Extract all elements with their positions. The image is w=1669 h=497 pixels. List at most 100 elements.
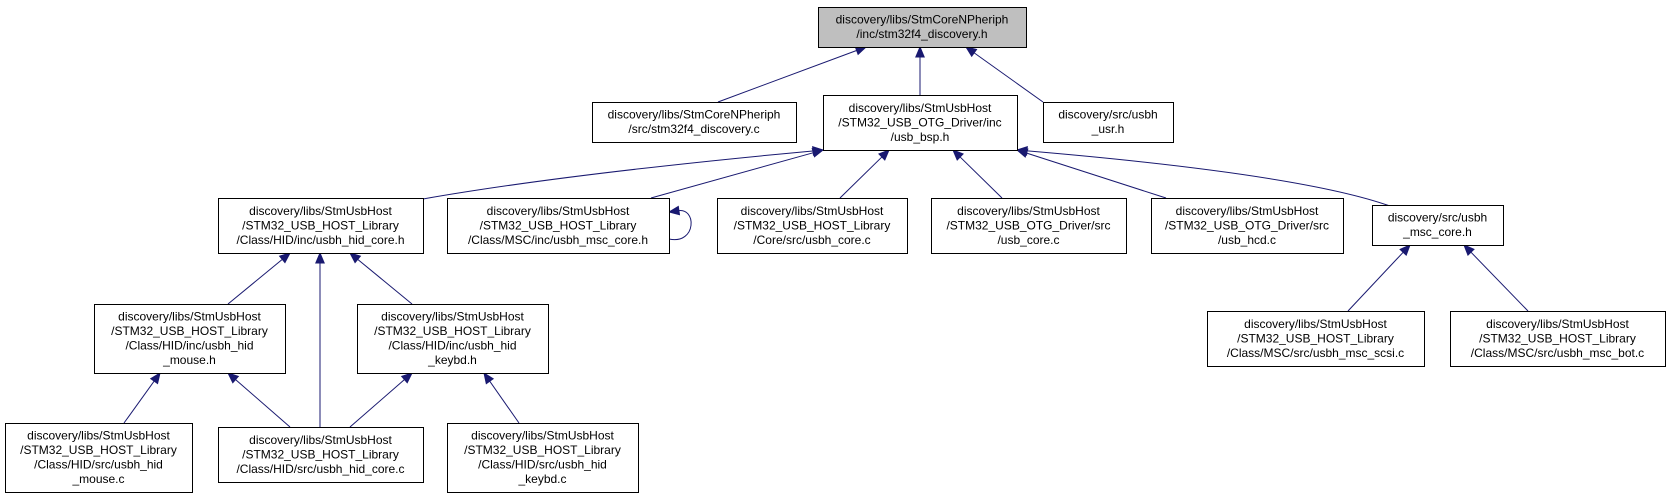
node-usb-hcd-c[interactable]: discovery/libs/StmUsbHost/STM32_USB_OTG_… [1151,198,1344,254]
edge-usbh-msc-core-h-src-to-usbh-msc-bot-c-line [1469,251,1529,312]
node-usbh-usr-h-box[interactable] [1043,102,1174,143]
edge-usbh-hid-core-h-to-usbh-hid-core-c [315,251,325,427]
node-usbh-msc-core-h-lib-box[interactable] [447,198,670,254]
edge-root-to-stm32f4-discovery-c [717,46,868,103]
node-usbh-msc-core-h-src-label-line: discovery/src/usbh [1388,211,1487,225]
node-stm32f4-discovery-c-box[interactable] [592,102,797,143]
node-usb-bsp-h-box[interactable] [823,95,1018,151]
node-usbh-msc-scsi-c-label-line: /STM32_USB_HOST_Library [1237,331,1394,345]
edge-usbh-msc-core-h-src-to-usbh-msc-scsi-c-line [1347,251,1405,312]
edge-usbh-hid-core-h-to-usbh-hid-core-c-arrowhead [315,251,325,264]
edge-usb-bsp-h-to-usbh-msc-core-h-src [1015,145,1391,207]
node-usbh-core-c-box[interactable] [717,198,908,254]
node-usb-core-c[interactable]: discovery/libs/StmUsbHost/STM32_USB_OTG_… [931,198,1127,254]
node-usbh-hid-core-h-box[interactable] [218,198,424,254]
edge-usb-bsp-h-to-usbh-msc-core-h-src-arrowhead [1015,145,1028,156]
edge-usbh-hid-mouse-h-to-usbh-hid-mouse-c [123,371,161,424]
node-usbh-hid-core-c-label-line: /STM32_USB_HOST_Library [242,447,399,461]
node-usbh-msc-scsi-c-box[interactable] [1207,311,1425,367]
node-usbh-hid-mouse-h[interactable]: discovery/libs/StmUsbHost/STM32_USB_HOST… [94,304,286,374]
edge-root-to-usbh-usr-h-line [973,51,1044,103]
edge-root-to-usbh-usr-h [964,46,1044,103]
edge-usbh-hid-keybd-h-to-usbh-hid-core-c-arrowhead [400,372,413,384]
edge-usbh-msc-core-h-src-to-usbh-msc-scsi-c-arrowhead [1399,244,1411,257]
node-usbh-hid-mouse-h-label-line: /STM32_USB_HOST_Library [111,324,268,338]
node-usbh-msc-core-h-lib-label-line: /Class/MSC/inc/usbh_msc_core.h [468,233,648,247]
node-usbh-hid-core-h[interactable]: discovery/libs/StmUsbHost/STM32_USB_HOST… [218,198,424,254]
edge-usbh-hid-keybd-h-to-usbh-hid-core-c-line [349,378,406,428]
edge-usbh-hid-mouse-h-to-usbh-hid-mouse-c-arrowhead [149,371,161,385]
node-root-label-line: discovery/libs/StmCoreNPheriph [836,13,1009,27]
node-usbh-hid-keybd-c-label-line: /STM32_USB_HOST_Library [464,443,621,457]
edge-usbh-hid-keybd-h-to-usbh-hid-core-c [349,372,413,428]
node-usbh-usr-h[interactable]: discovery/src/usbh_usr.h [1043,102,1174,143]
node-usbh-hid-mouse-h-box[interactable] [94,304,286,374]
edge-usb-bsp-h-to-usbh-hid-core-h [422,146,825,200]
node-usbh-msc-core-h-src-box[interactable] [1372,205,1504,246]
node-usbh-msc-bot-c[interactable]: discovery/libs/StmUsbHost/STM32_USB_HOST… [1450,311,1666,367]
node-usbh-hid-core-h-label-line: discovery/libs/StmUsbHost [249,204,392,218]
node-usbh-hid-mouse-c-label-line: _mouse.c [71,472,124,486]
node-usbh-msc-core-h-src-label-line: _msc_core.h [1402,225,1472,239]
node-usb-core-c-box[interactable] [931,198,1127,254]
node-usbh-hid-keybd-h-box[interactable] [357,304,549,374]
node-usbh-msc-core-h-lib-label-line: discovery/libs/StmUsbHost [487,204,630,218]
node-usb-core-c-label-line: discovery/libs/StmUsbHost [957,204,1100,218]
edge-usb-bsp-h-to-usbh-core-c [839,149,890,199]
node-usbh-msc-bot-c-box[interactable] [1450,311,1666,367]
node-usbh-usr-h-label-line: _usr.h [1091,122,1125,136]
node-usbh-core-c-label-line: discovery/libs/StmUsbHost [741,204,884,218]
node-usbh-hid-keybd-h-label-line: discovery/libs/StmUsbHost [381,310,524,324]
edge-usbh-hid-core-h-to-usbh-hid-mouse-h [227,252,291,305]
node-usbh-hid-keybd-c-label-line: discovery/libs/StmUsbHost [471,429,614,443]
node-usbh-msc-core-h-src[interactable]: discovery/src/usbh_msc_core.h [1372,205,1504,246]
edge-usbh-msc-core-h-src-to-usbh-msc-scsi-c [1347,244,1411,312]
edge-usbh-msc-core-h-lib-to-usbh-msc-core-h-lib-arrowhead [667,205,681,216]
node-usbh-hid-keybd-c-box[interactable] [447,423,639,493]
edge-usb-bsp-h-to-usbh-core-c-arrowhead [878,149,890,161]
edge-usbh-msc-core-h-src-to-usbh-msc-bot-c-arrowhead [1463,244,1475,256]
node-usbh-hid-core-h-label-line: /STM32_USB_HOST_Library [242,218,399,232]
edge-usb-bsp-h-to-usbh-hid-core-h-line [422,150,815,200]
node-usb-bsp-h[interactable]: discovery/libs/StmUsbHost/STM32_USB_OTG_… [823,95,1018,151]
node-stm32f4-discovery-c-label-line: /src/stm32f4_discovery.c [628,122,759,136]
node-usbh-hid-keybd-h-label-line: /STM32_USB_HOST_Library [374,324,531,338]
node-root-box[interactable] [818,7,1027,48]
edge-usbh-hid-core-h-to-usbh-hid-mouse-h-arrowhead [278,252,291,264]
node-usb-bsp-h-label-line: /STM32_USB_OTG_Driver/inc [838,115,1001,129]
node-usbh-msc-scsi-c[interactable]: discovery/libs/StmUsbHost/STM32_USB_HOST… [1207,311,1425,367]
node-usbh-msc-core-h-lib[interactable]: discovery/libs/StmUsbHost/STM32_USB_HOST… [447,198,670,254]
node-usbh-hid-keybd-c[interactable]: discovery/libs/StmUsbHost/STM32_USB_HOST… [447,423,639,493]
node-usbh-hid-keybd-h-label-line: /Class/HID/inc/usbh_hid [388,339,516,353]
node-usbh-hid-mouse-h-label-line: _mouse.h [162,353,216,367]
node-usbh-hid-core-c-box[interactable] [218,427,424,483]
node-usbh-msc-bot-c-label-line: /STM32_USB_HOST_Library [1479,331,1636,345]
edge-root-to-usb-bsp-h-arrowhead [915,45,925,58]
node-usbh-hid-mouse-c-box[interactable] [5,423,193,493]
node-stm32f4-discovery-c[interactable]: discovery/libs/StmCoreNPheriph/src/stm32… [592,102,797,143]
edge-root-to-stm32f4-discovery-c-line [717,49,858,103]
node-usbh-hid-keybd-h[interactable]: discovery/libs/StmUsbHost/STM32_USB_HOST… [357,304,549,374]
node-usb-hcd-c-box[interactable] [1151,198,1344,254]
node-usbh-msc-scsi-c-label-line: discovery/libs/StmUsbHost [1244,317,1387,331]
edge-usbh-hid-mouse-h-to-usbh-hid-core-c-line [234,378,291,428]
node-usbh-hid-mouse-h-label-line: discovery/libs/StmUsbHost [118,310,261,324]
edge-root-to-usbh-usr-h-arrowhead [964,46,978,58]
edge-usbh-hid-keybd-h-to-usbh-hid-keybd-c-line [488,380,520,424]
node-usbh-hid-mouse-c-label-line: /Class/HID/src/usbh_hid [34,458,163,472]
edge-usb-bsp-h-to-usbh-msc-core-h-lib-line [650,151,815,199]
node-root[interactable]: discovery/libs/StmCoreNPheriph/inc/stm32… [818,7,1027,48]
edges-layer [123,45,1529,428]
node-usbh-hid-core-c[interactable]: discovery/libs/StmUsbHost/STM32_USB_HOST… [218,427,424,483]
node-usbh-hid-mouse-c[interactable]: discovery/libs/StmUsbHost/STM32_USB_HOST… [5,423,193,493]
edge-usb-bsp-h-to-usb-core-c [952,149,1003,199]
edge-usbh-msc-core-h-src-to-usbh-msc-bot-c [1463,244,1529,312]
node-usbh-core-c[interactable]: discovery/libs/StmUsbHost/STM32_USB_HOST… [717,198,908,254]
node-usbh-hid-core-c-label-line: discovery/libs/StmUsbHost [249,433,392,447]
edge-usbh-hid-core-h-to-usbh-hid-keybd-h-arrowhead [349,252,362,264]
node-usb-hcd-c-label-line: /STM32_USB_OTG_Driver/src [1165,218,1329,232]
edge-usb-bsp-h-to-usbh-core-c-line [839,155,883,199]
edge-usbh-hid-mouse-h-to-usbh-hid-core-c [227,372,291,428]
node-usbh-msc-core-h-lib-label-line: /STM32_USB_HOST_Library [480,218,637,232]
